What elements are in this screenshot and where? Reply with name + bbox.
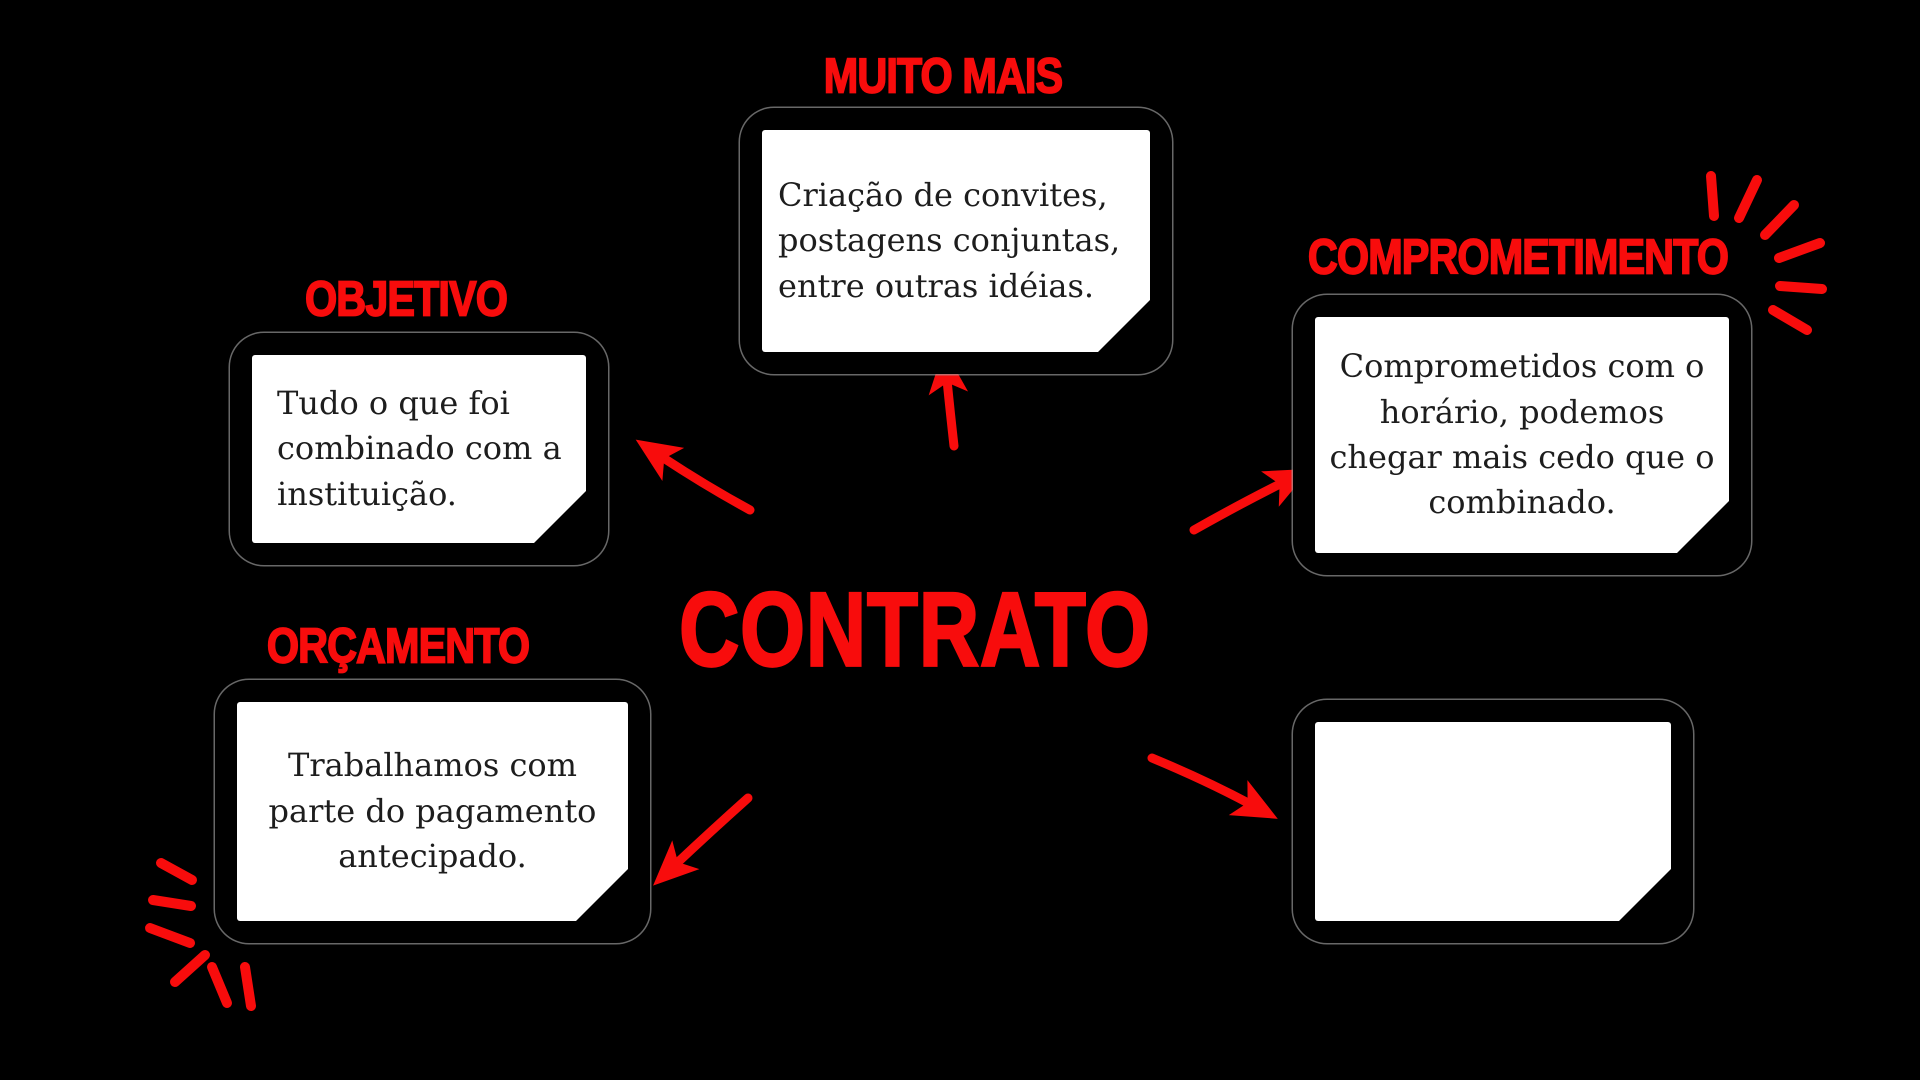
note-sheet: Trabalhamos com parte do pagamento antec… (237, 702, 628, 921)
note-sheet (1315, 722, 1671, 921)
node-card-objetivo: Tudo o que foi combinado com a instituiç… (230, 333, 608, 565)
arrow-to-orcamento (653, 793, 753, 886)
note-sheet: Criação de convites, postagens conjuntas… (762, 130, 1150, 352)
node-text-orcamento: Trabalhamos com parte do pagamento antec… (268, 746, 597, 876)
node-card-nota-extra (1293, 700, 1693, 943)
note-sheet: Comprometidos com o horário, podemos che… (1315, 317, 1729, 553)
central-topic-title: CONTRATO (678, 570, 1151, 689)
node-card-muito-mais: Criação de convites, postagens conjuntas… (740, 108, 1172, 374)
node-heading-comprometimento: COMPROMETIMENTO (1307, 228, 1730, 285)
node-text-comprometimento: Comprometidos com o horário, podemos che… (1329, 347, 1715, 522)
node-text-muito-mais: Criação de convites, postagens conjuntas… (778, 175, 1121, 305)
arrow-to-nota-extra (1147, 753, 1278, 819)
arrow-to-objetivo (635, 439, 755, 515)
node-card-comprometimento: Comprometidos com o horário, podemos che… (1293, 295, 1751, 575)
node-heading-muito-mais: MUITO MAIS (823, 47, 1064, 104)
node-heading-objetivo: OBJETIVO (304, 270, 508, 327)
node-card-orcamento: Trabalhamos com parte do pagamento antec… (215, 680, 650, 943)
node-text-objetivo: Tudo o que foi combinado com a instituiç… (277, 383, 562, 513)
arrow-to-comprometimento (1189, 468, 1311, 535)
note-sheet: Tudo o que foi combinado com a instituiç… (252, 355, 586, 543)
arrow-to-muito-mais (928, 348, 969, 451)
node-heading-orcamento: ORÇAMENTO (266, 617, 531, 674)
